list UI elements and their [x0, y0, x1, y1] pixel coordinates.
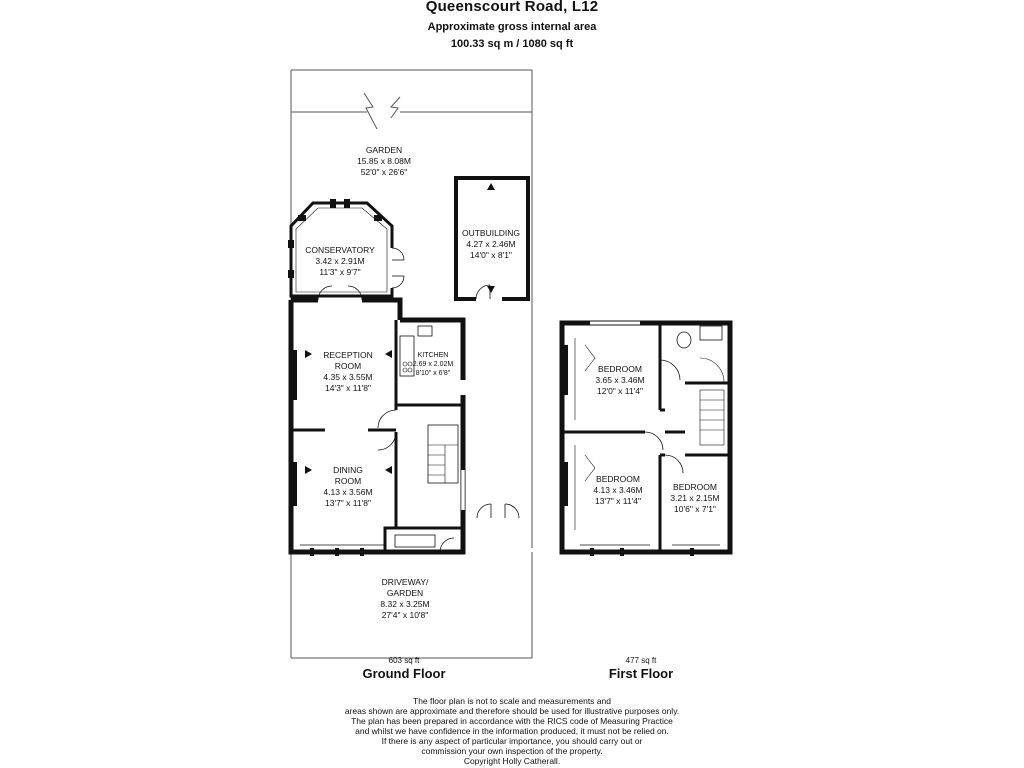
- bedroom1-dims-ft: 12'0" x 11'4": [597, 386, 643, 396]
- kitchen-label: KITCHEN: [418, 352, 449, 359]
- disclaimer-line: The floor plan is not to scale and measu…: [413, 696, 611, 706]
- conservatory-walls: [288, 199, 405, 298]
- garden-dims-ft: 52'0" x 26'6": [361, 167, 408, 177]
- conservatory-label: CONSERVATORY: [305, 245, 375, 255]
- outbuilding-dims-ft: 14'0" x 8'1": [470, 250, 512, 260]
- ground-floor-plan: [288, 69, 533, 659]
- garden-boundary: [290, 69, 533, 659]
- first-floor-walls: [559, 320, 733, 556]
- outbuilding-dims-m: 4.27 x 2.46M: [466, 239, 515, 249]
- conservatory-dims-m: 3.42 x 2.91M: [315, 256, 364, 266]
- garden-label: GARDEN: [366, 145, 402, 155]
- bedroom3-dims-ft: 10'6" x 7'1": [674, 504, 716, 514]
- ground-floor-name: Ground Floor: [362, 666, 446, 681]
- room-labels: GARDEN 15.85 x 8.08M 52'0" x 26'6" CONSE…: [305, 145, 719, 620]
- bedroom2-dims-m: 4.13 x 3.46M: [593, 485, 642, 495]
- outbuilding-walls: [454, 176, 530, 302]
- bedroom1-label: BEDROOM: [598, 364, 642, 374]
- disclaimer-line: areas shown are approximate and therefor…: [344, 706, 680, 716]
- dining-dims-ft: 13'7" x 11'8": [325, 498, 371, 508]
- reception-dims-ft: 14'3" x 11'8": [325, 383, 371, 393]
- dining-dims-m: 4.13 x 3.56M: [323, 487, 372, 497]
- garden-dims-m: 15.85 x 8.08M: [357, 156, 411, 166]
- plan-title: Queenscourt Road, L12: [425, 0, 599, 15]
- outbuilding-label: OUTBUILDING: [462, 228, 520, 238]
- disclaimer-line: The plan has been prepared in accordance…: [351, 716, 673, 726]
- bedroom2-dims-ft: 13'7" x 11'4": [595, 496, 641, 506]
- plan-subtitle: Approximate gross internal area: [427, 21, 597, 33]
- ground-floor-sqft: 603 sq ft: [388, 656, 420, 665]
- bedroom3-dims-m: 3.21 x 2.15M: [670, 493, 719, 503]
- driveway-dims-ft: 27'4" x 10'8": [382, 610, 429, 620]
- dining-label-1: DINING: [333, 465, 363, 475]
- bedroom3-label: BEDROOM: [673, 482, 717, 492]
- driveway-label-1: DRIVEWAY/: [382, 577, 429, 587]
- driveway-label-2: GARDEN: [387, 588, 423, 598]
- bedroom1-dims-m: 3.65 x 3.46M: [595, 375, 644, 385]
- disclaimer-line: and whilst we have confidence in the inf…: [355, 726, 669, 736]
- reception-label-1: RECEPTION: [323, 350, 373, 360]
- reception-label-2: ROOM: [335, 361, 361, 371]
- disclaimer: The floor plan is not to scale and measu…: [262, 696, 762, 766]
- disclaimer-line: commission your own inspection of the pr…: [421, 746, 603, 756]
- ground-floor-walls: [288, 285, 520, 556]
- disclaimer-line: If there is any aspect of particular imp…: [381, 736, 643, 746]
- first-floor-name: First Floor: [608, 666, 674, 681]
- bedroom2-label: BEDROOM: [596, 474, 640, 484]
- dining-label-2: ROOM: [335, 476, 361, 486]
- total-area: 100.33 sq m / 1080 sq ft: [450, 38, 574, 50]
- conservatory-dims-ft: 11'3" x 9'7": [319, 267, 360, 277]
- kitchen-dims-m: 2.69 x 2.02M: [413, 361, 454, 368]
- first-floor-sqft: 477 sq ft: [625, 656, 657, 665]
- kitchen-dims-ft: 8'10" x 6'8": [416, 370, 451, 377]
- reception-dims-m: 4.35 x 3.55M: [323, 372, 372, 382]
- first-floor-plan: [559, 320, 733, 556]
- disclaimer-line: Copyright Holly Catherall.: [463, 756, 561, 766]
- driveway-dims-m: 8.32 x 3.25M: [380, 599, 429, 609]
